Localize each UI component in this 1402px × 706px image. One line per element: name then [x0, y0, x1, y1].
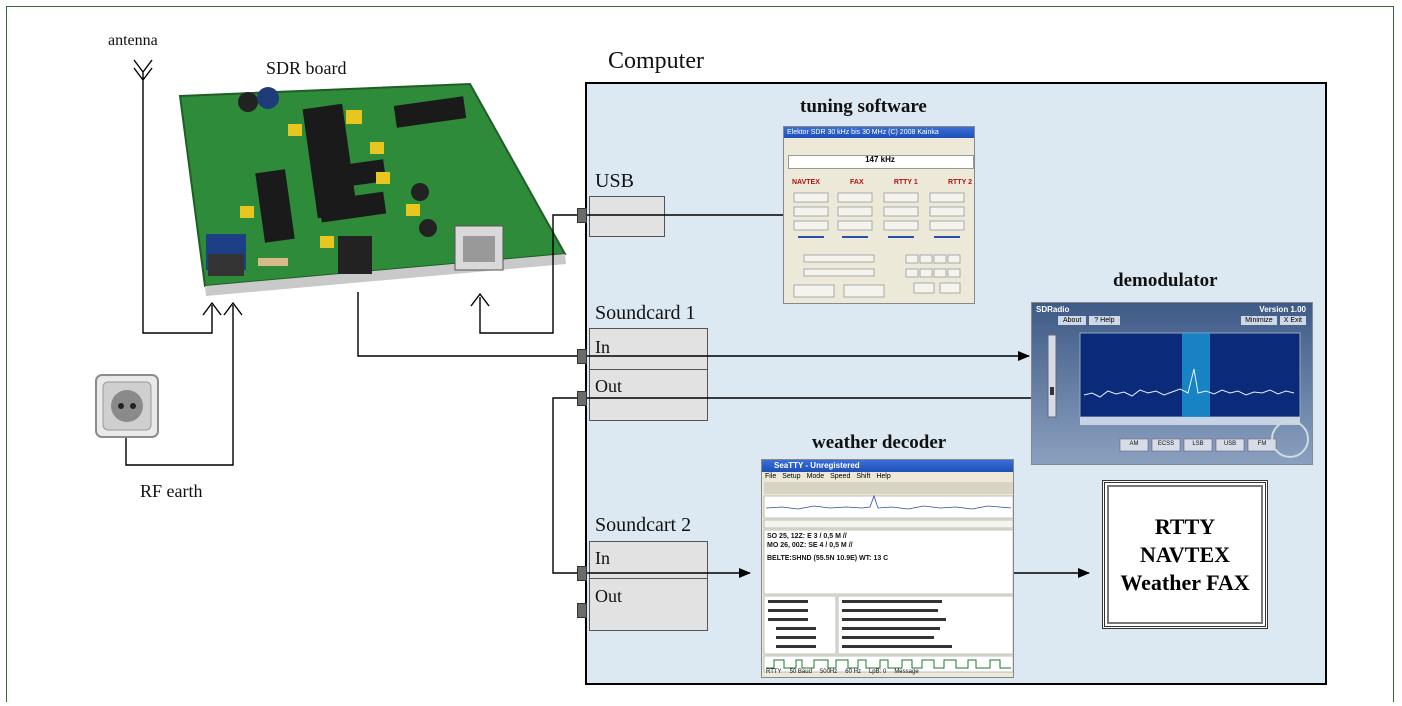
soundcard1-out-connector: [577, 391, 587, 406]
tuning-header: RTTY 2: [947, 179, 972, 186]
rf-earth-label: RF earth: [140, 481, 203, 501]
weather-decoder-label: weather decoder: [812, 432, 947, 453]
output-rtty: RTTY: [1154, 513, 1216, 539]
menu-setup[interactable]: Setup: [782, 473, 801, 480]
sdr-board-label: SDR board: [266, 58, 347, 78]
diagram-frame: [6, 6, 1394, 702]
status-shift: 500Hz: [819, 669, 838, 675]
output-weather-fax: Weather FAX: [1120, 569, 1250, 595]
tuning-frequency: 147 kHz: [865, 155, 895, 164]
tuning-headers: NAVTEX FAX RTTY 1 RTTY 2: [792, 179, 972, 186]
status-offset: 60 Hz: [845, 669, 861, 675]
minimize-button[interactable]: Minimize: [1241, 316, 1277, 325]
soundcard1-out-label: Out: [595, 376, 622, 396]
demod-version: Version 1.00: [1259, 305, 1306, 314]
sdr-board-image: [178, 82, 567, 296]
demod-button-row: About ? Help: [1058, 316, 1120, 325]
decoder-text-line: SO 25, 12Z: E 3 / 0,5 M //: [767, 533, 847, 540]
wall-socket-image: [95, 374, 159, 438]
decoder-body: [763, 482, 1013, 673]
status-mode: RTTY: [766, 669, 782, 675]
decoder-status-bar: RTTY 50 Baud 500Hz 60 Hz LpB: 0 Message: [766, 669, 1011, 675]
tuning-title-bar: Elektor SDR 30 kHz bis 30 MHz (C) 2008 K…: [784, 127, 974, 138]
antenna-label: antenna: [108, 32, 158, 49]
status-baud: 50 Baud: [789, 669, 812, 675]
mode-usb-button[interactable]: USB: [1223, 441, 1237, 447]
soundcart2-in-label: In: [595, 548, 610, 568]
output-modes-box: RTTY NAVTEX Weather FAX: [1102, 480, 1268, 629]
computer-label: Computer: [608, 48, 704, 74]
usb-label: USB: [595, 170, 634, 192]
menu-speed[interactable]: Speed: [830, 473, 851, 480]
menu-help[interactable]: Help: [876, 473, 891, 480]
soundcart2-out-label: Out: [595, 586, 622, 606]
mode-fm-button[interactable]: FM: [1257, 441, 1267, 447]
soundcard1-in-label: In: [595, 337, 610, 357]
decoder-text-line: BELTE:SHND (55.5N 10.9E) WT: 13 C: [767, 555, 889, 562]
tuning-software-window: Elektor SDR 30 kHz bis 30 MHz (C) 2008 K…: [783, 126, 975, 304]
mode-ecss-button[interactable]: ECSS: [1157, 441, 1175, 447]
soundcart2-box: [589, 541, 708, 631]
status-message: Message: [894, 669, 919, 675]
demodulator-window: SDRadio Version 1.00 About ? Help Minimi…: [1031, 302, 1313, 465]
usb-connector: [577, 208, 587, 223]
soundcart2-out-connector: [577, 603, 587, 618]
demod-window-buttons: Minimize X Exit: [1241, 316, 1306, 325]
menu-shift[interactable]: Shift: [856, 473, 871, 480]
weather-decoder-window: SeaTTY - Unregistered File Setup Mode Sp…: [761, 459, 1014, 678]
demod-spectrum: [1047, 332, 1309, 458]
decoder-menu: File Setup Mode Speed Shift Help: [762, 472, 1013, 481]
output-navtex: NAVTEX: [1139, 541, 1231, 567]
menu-file[interactable]: File: [765, 473, 777, 480]
help-button[interactable]: ? Help: [1089, 316, 1120, 325]
tuning-freq-bar: [788, 155, 974, 169]
tuning-header: RTTY 1: [893, 179, 918, 186]
tuning-controls: [793, 192, 965, 298]
status-lpb: LpB: 0: [868, 669, 887, 675]
tuning-header: FAX: [850, 179, 864, 186]
demod-mode-buttons: AM ECSS LSB USB FM: [1120, 441, 1280, 447]
menu-mode[interactable]: Mode: [806, 473, 825, 480]
soundcard1-in-connector: [577, 349, 587, 364]
soundcart2-in-connector: [577, 566, 587, 581]
about-button[interactable]: About: [1058, 316, 1087, 325]
soundcard1-divider: [589, 369, 708, 370]
decoder-title-bar: SeaTTY - Unregistered: [762, 460, 1013, 472]
soundcard1-label: Soundcard 1: [595, 302, 696, 324]
soundcard1-box: [589, 328, 708, 421]
mode-lsb-button[interactable]: LSB: [1192, 441, 1204, 447]
tuning-header: NAVTEX: [792, 179, 820, 186]
demod-title: SDRadio: [1036, 305, 1070, 314]
tuning-software-label: tuning software: [800, 96, 927, 117]
decoder-text: SO 25, 12Z: E 3 / 0,5 M // MO 26, 00Z: S…: [767, 532, 888, 563]
demodulator-label: demodulator: [1113, 270, 1218, 291]
soundcart2-label: Soundcart 2: [595, 514, 692, 536]
soundcart2-divider: [589, 578, 708, 579]
decoder-text-line: MO 26, 00Z: SE 4 / 0,5 M //: [767, 542, 853, 549]
usb-port-box: [589, 196, 665, 237]
exit-button[interactable]: X Exit: [1279, 316, 1306, 325]
mode-am-button[interactable]: AM: [1129, 441, 1139, 447]
